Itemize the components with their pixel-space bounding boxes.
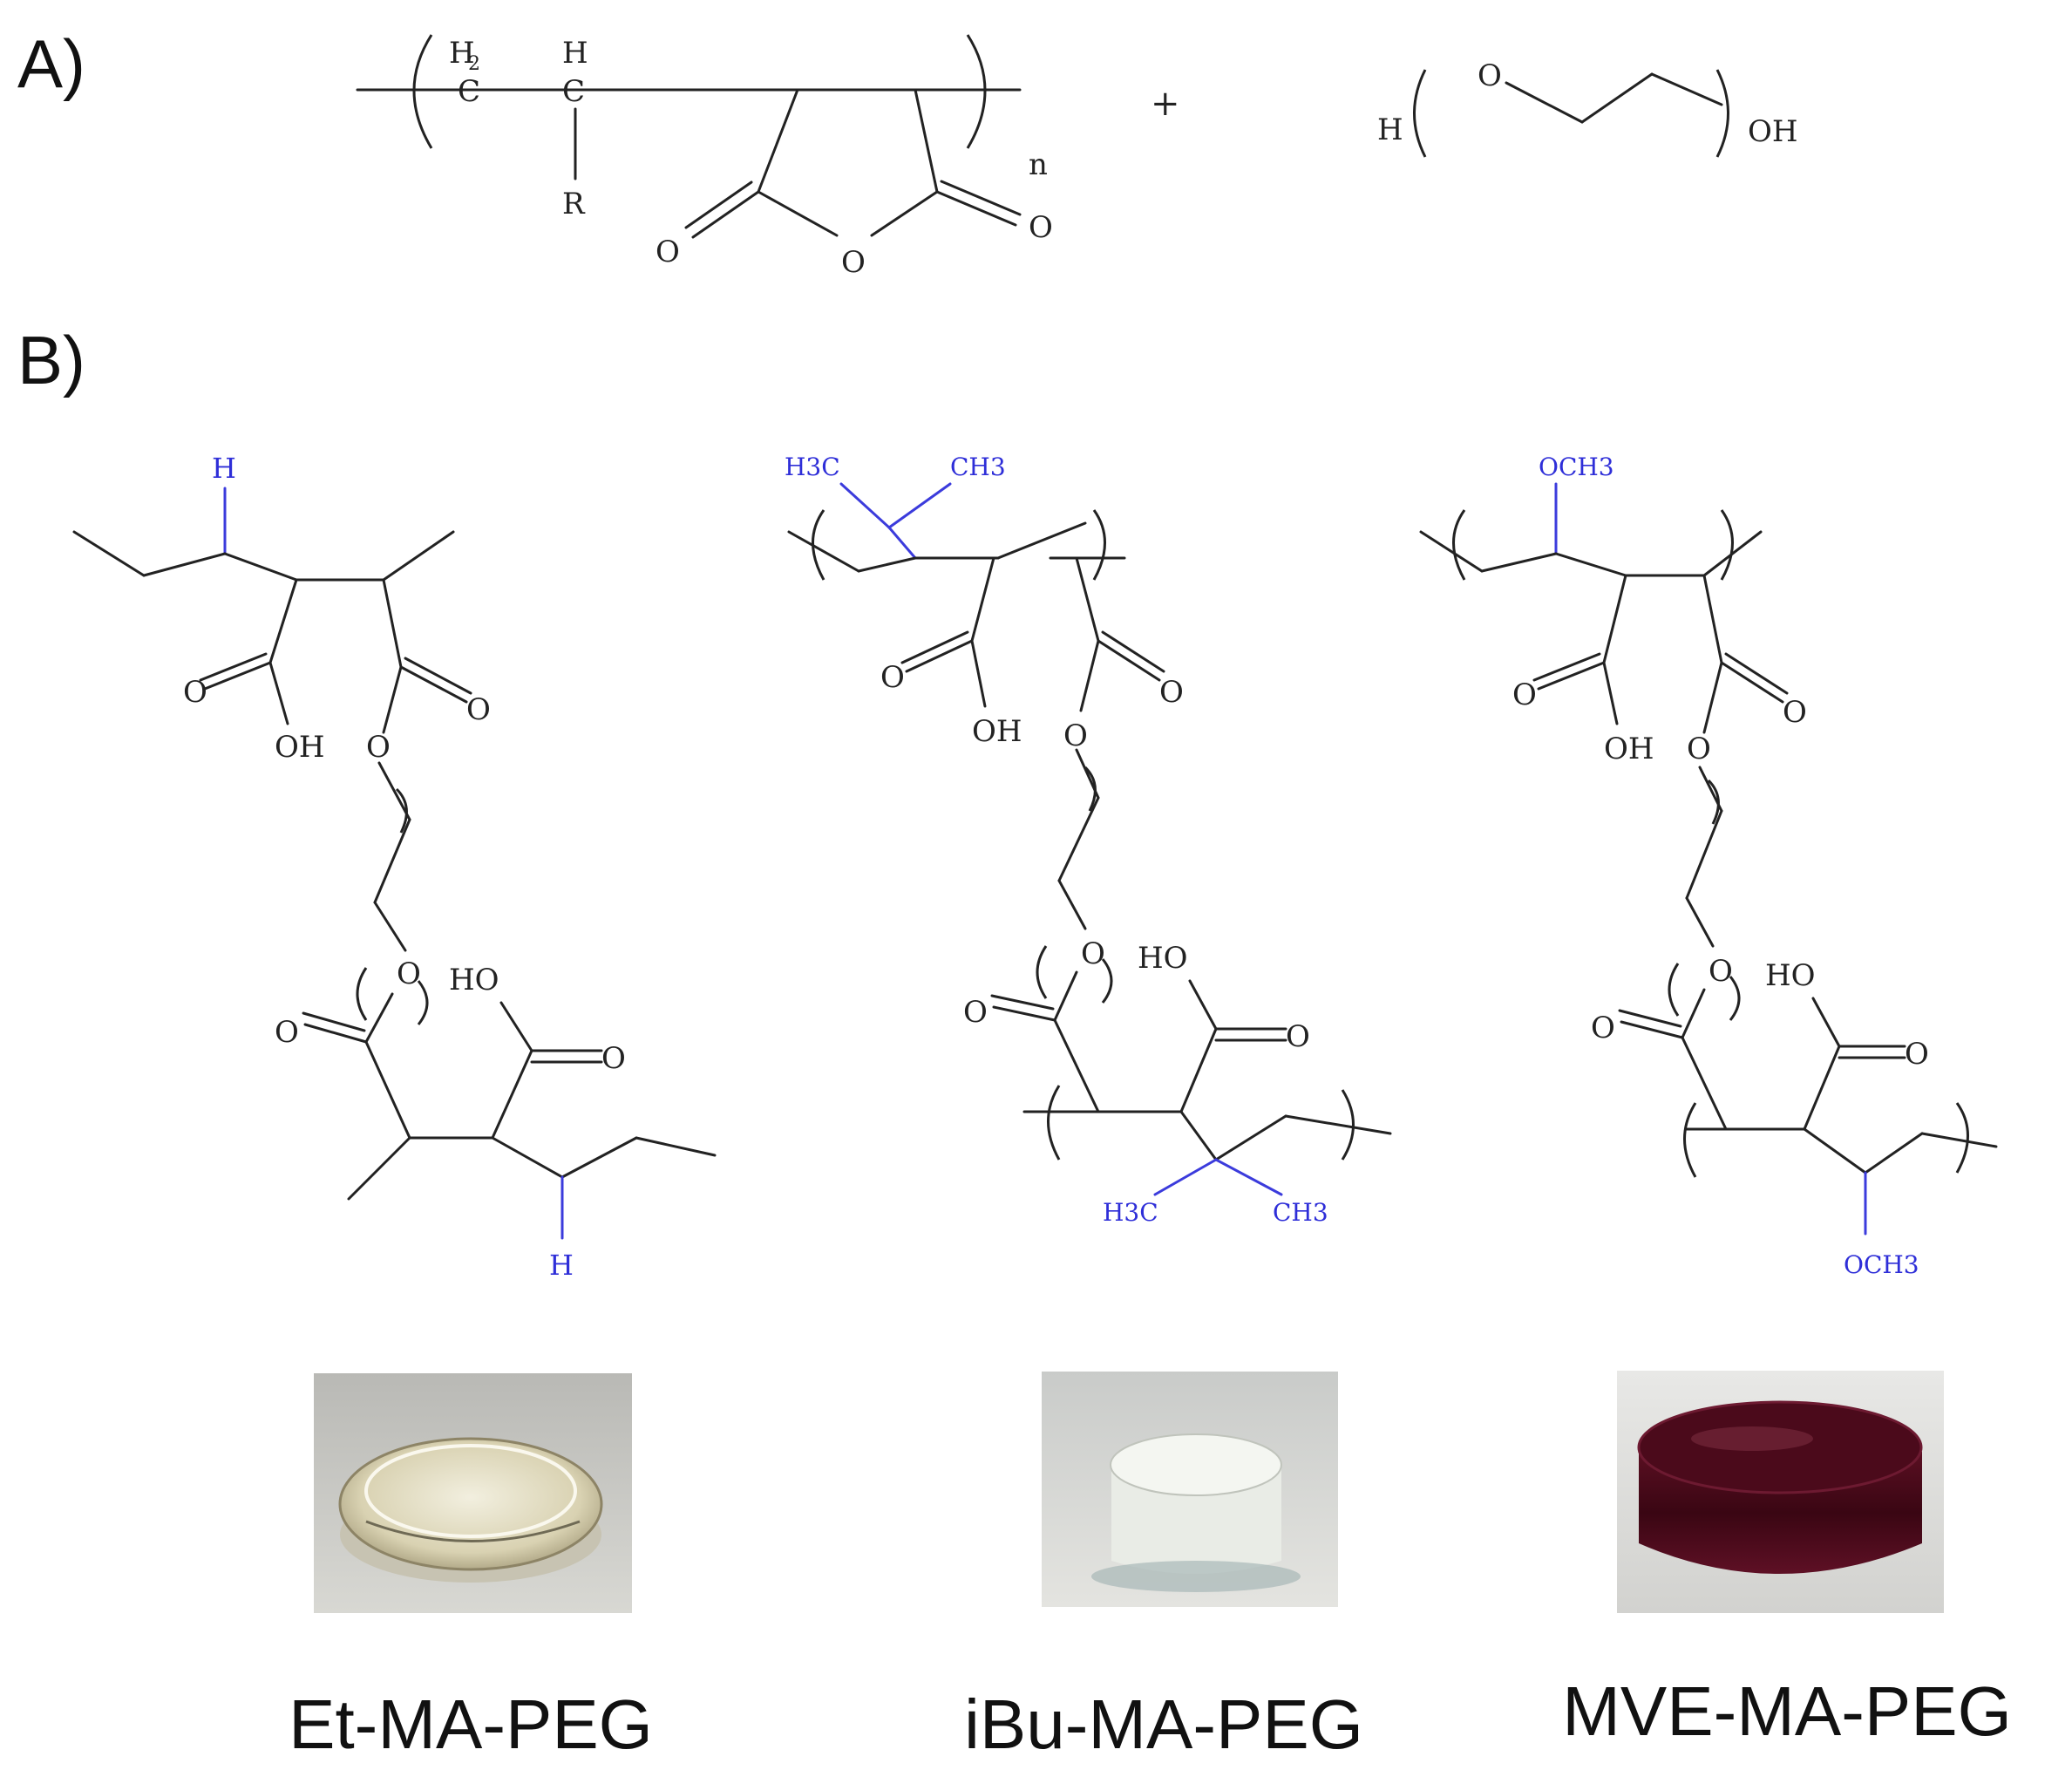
peg-oh-label: OH	[1748, 114, 1798, 149]
et-o5: O	[275, 1015, 299, 1050]
ch2-subscript: 2	[468, 53, 480, 75]
repeat-n: n	[1029, 147, 1048, 182]
mve-o4: O	[1709, 954, 1733, 989]
plus-sign: +	[1151, 84, 1180, 124]
ibu-sub-bottom-left: H3C	[1103, 1198, 1158, 1227]
ibu-oh: OH	[972, 714, 1022, 749]
photo-mve-ma-peg	[1617, 1371, 1944, 1613]
photo-et-ma-peg	[314, 1373, 632, 1613]
ibu-o6: O	[1286, 1019, 1310, 1054]
r-group-label: R	[562, 187, 586, 221]
caption-ibu-ma-peg: iBu-MA-PEG	[964, 1685, 1363, 1763]
ibu-o1: O	[880, 660, 905, 695]
mve-o3: O	[1687, 732, 1711, 766]
mve-sub-bottom: OCH3	[1844, 1250, 1919, 1279]
peg-h-label: H	[1377, 112, 1403, 147]
ibu-o5: O	[963, 995, 988, 1030]
structure-ibu-ma-peg: H3C CH3 O O OH O O HO O	[785, 453, 1392, 1227]
et-oh: OH	[275, 730, 325, 765]
peg-o-label: O	[1478, 58, 1502, 93]
ch-c-label: C	[562, 74, 585, 109]
mve-ho: HO	[1765, 958, 1816, 993]
ring-o: O	[841, 245, 866, 280]
mve-o2: O	[1783, 695, 1807, 730]
et-o6: O	[601, 1041, 626, 1076]
ibu-o4: O	[1081, 936, 1105, 971]
structure-mve-ma-peg: OCH3 O O OH O O HO O O	[1419, 453, 1998, 1279]
ibu-ho: HO	[1138, 941, 1188, 976]
structure-et-ma-peg: H O O OH O O HO O O	[72, 452, 717, 1282]
et-sub-bottom: H	[549, 1249, 574, 1282]
caption-et-ma-peg: Et-MA-PEG	[289, 1685, 653, 1763]
ibu-sub-bottom-right: CH3	[1273, 1198, 1328, 1227]
et-ho: HO	[449, 963, 499, 997]
et-o4: O	[397, 956, 421, 991]
ch2-h-label: H	[449, 36, 475, 71]
anhydride-copolymer: H 2 C H C R O O O n	[356, 34, 1053, 280]
carbonyl-o-right: O	[1029, 210, 1053, 245]
mve-sub-top: OCH3	[1539, 453, 1614, 481]
mve-o1: O	[1512, 677, 1537, 712]
peg-diol: H O OH	[1377, 58, 1798, 158]
ch-h-label: H	[562, 36, 588, 71]
et-o2: O	[466, 692, 491, 727]
panel-label-b: B)	[17, 322, 85, 398]
et-o3: O	[366, 730, 391, 765]
mve-o5: O	[1591, 1011, 1615, 1045]
panel-label-a: A)	[17, 25, 85, 102]
et-sub-top: H	[212, 452, 236, 485]
mve-oh: OH	[1604, 732, 1654, 766]
ibu-sub-top-right: CH3	[950, 453, 1006, 481]
ch2-c-label: C	[458, 74, 480, 109]
ibu-sub-top-left: H3C	[785, 453, 840, 481]
mve-o6: O	[1905, 1037, 1929, 1072]
ibu-o3: O	[1063, 718, 1088, 753]
carbonyl-o-left: O	[656, 235, 680, 269]
et-o1: O	[183, 675, 207, 710]
ibu-o2: O	[1159, 675, 1184, 710]
photo-ibu-ma-peg	[1042, 1372, 1338, 1607]
caption-mve-ma-peg: MVE-MA-PEG	[1562, 1672, 2012, 1750]
